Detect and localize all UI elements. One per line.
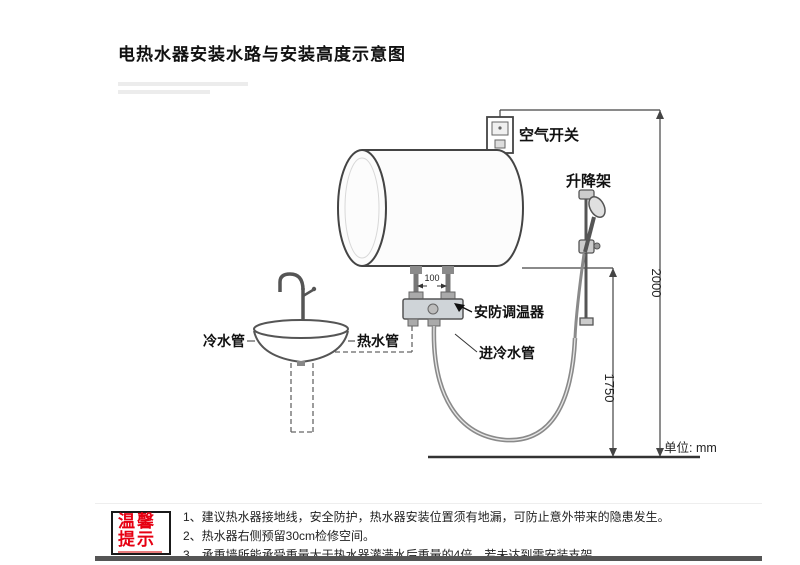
wash-basin bbox=[253, 272, 349, 366]
tip-item: 2、热水器右侧预留30cm检修空间。 bbox=[183, 529, 376, 543]
dimension-lines bbox=[500, 109, 661, 457]
water-heater-tank bbox=[337, 149, 524, 298]
badge-line-1: 温馨 bbox=[118, 512, 156, 531]
badge-fineprint bbox=[118, 551, 162, 553]
page-title: 电热水器安装水路与安装高度示意图 bbox=[118, 45, 406, 64]
pipe-gap-dimension: 100 bbox=[417, 273, 447, 289]
cold-pipe-label: 冷水管 bbox=[203, 333, 245, 349]
watermark-text bbox=[118, 82, 248, 86]
tip-item: 1、建议热水器接地线，安全防护，热水器安装位置须有地漏，可防止意外带来的隐患发生… bbox=[183, 510, 670, 524]
hand-shower bbox=[573, 195, 606, 339]
bottom-divider bbox=[95, 556, 762, 561]
lift-bracket-label: 升降架 bbox=[566, 172, 611, 190]
warm-tips-badge: 温馨 提示 bbox=[111, 511, 171, 555]
air-switch-icon bbox=[486, 110, 514, 154]
cold-inlet-label: 进冷水管 bbox=[479, 345, 535, 361]
thermostat-label: 安防调温器 bbox=[474, 304, 545, 320]
thermostat-valve bbox=[402, 291, 464, 327]
watermark-text bbox=[118, 90, 210, 94]
dim-2000: 2000 bbox=[649, 269, 664, 298]
unit-note: 单位: mm bbox=[664, 440, 717, 455]
badge-line-2: 提示 bbox=[118, 530, 156, 549]
hot-pipe-label: 热水管 bbox=[357, 333, 399, 349]
shower-rail bbox=[578, 189, 601, 326]
shower-hose bbox=[431, 325, 578, 443]
cold-inlet-pointer bbox=[454, 333, 478, 353]
dim-1750: 1750 bbox=[602, 374, 617, 403]
tips-section: 温馨 提示 1、建议热水器接地线，安全防护，热水器安装位置须有地漏，可防止意外带… bbox=[95, 503, 762, 562]
installation-diagram: 2000 1750 单位: mm 空气开关 bbox=[203, 109, 717, 459]
dim-100: 100 bbox=[424, 273, 439, 283]
thermostat-pointer bbox=[454, 303, 473, 313]
dimension-arrowheads bbox=[609, 110, 664, 457]
air-switch-label: 空气开关 bbox=[519, 126, 579, 144]
